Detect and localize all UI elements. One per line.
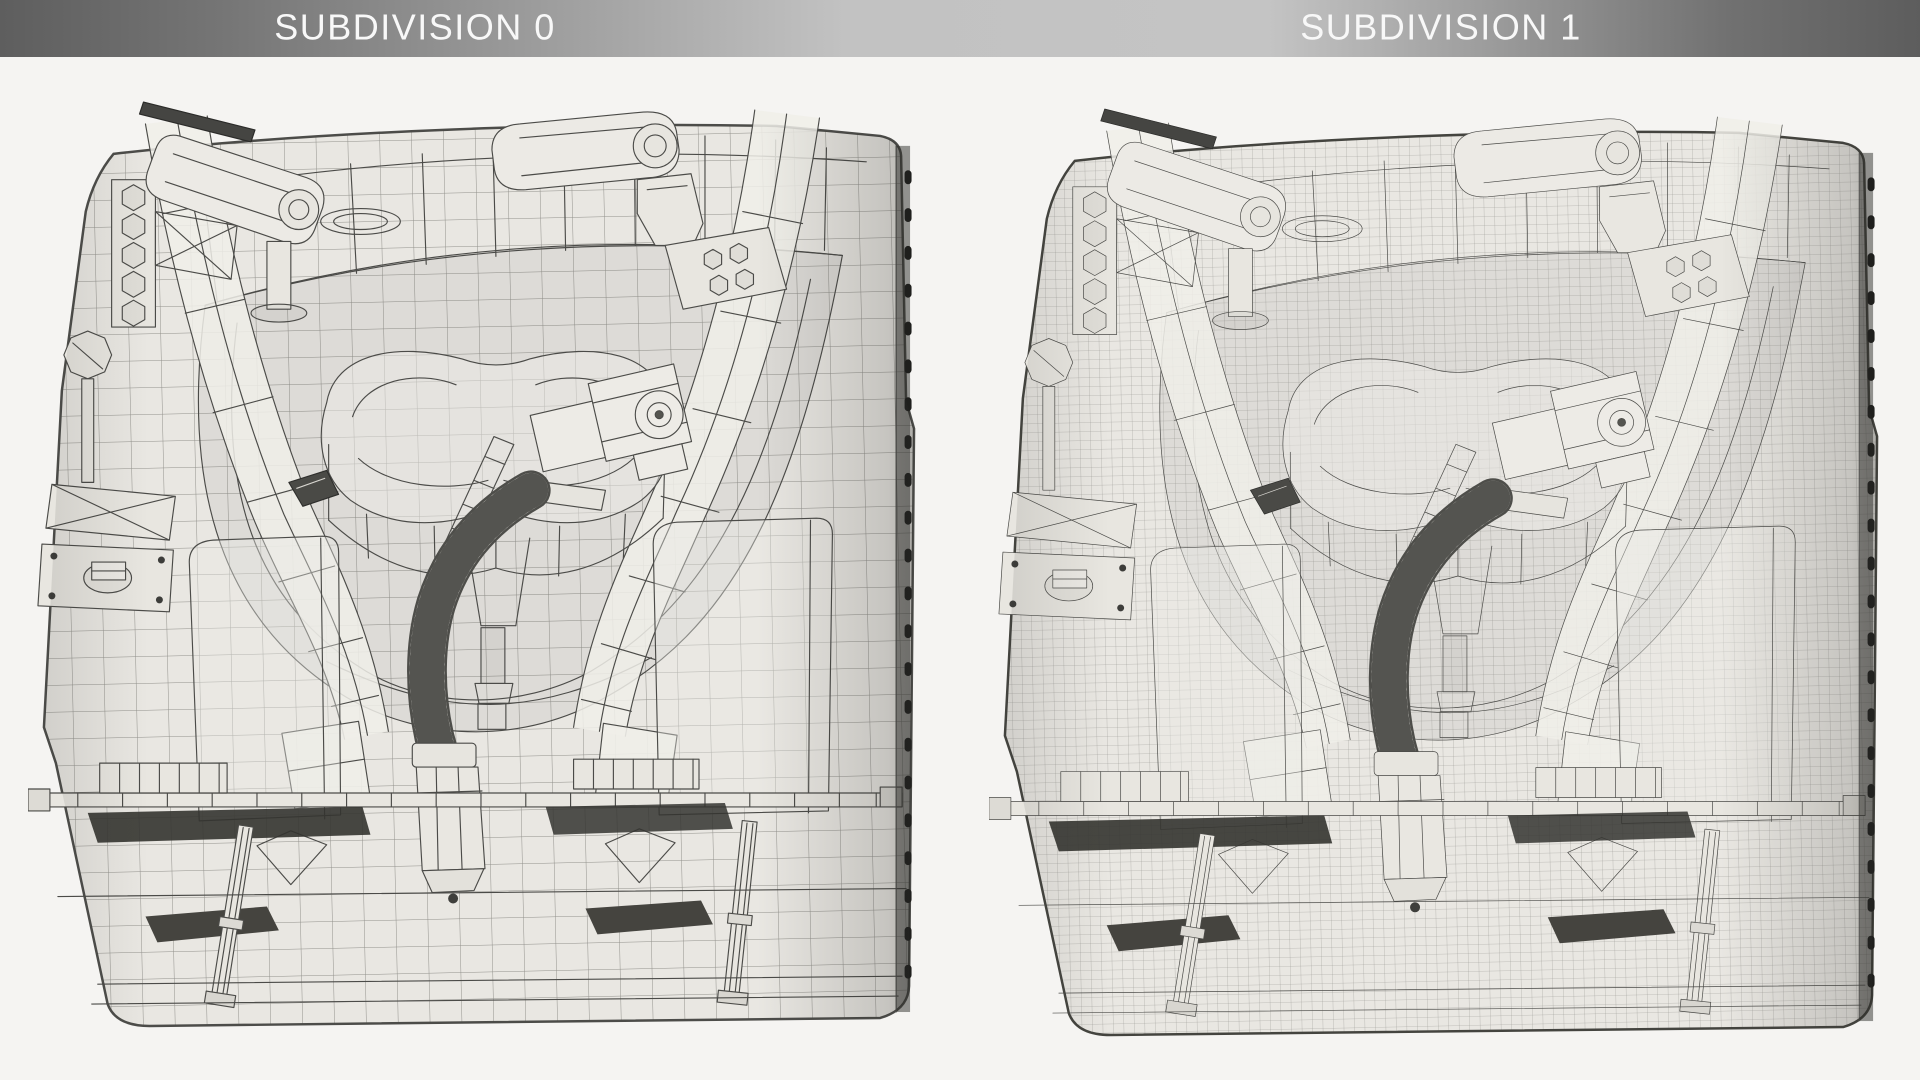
model-artwork (989, 109, 1877, 1035)
wireframe-model-subdivision-0 (28, 93, 924, 1041)
wireframe-model-subdivision-1 (986, 101, 1890, 1049)
render-canvas (0, 57, 1920, 1080)
subdivision-1-label: SUBDIVISION 1 (1300, 5, 1582, 47)
subdivision-0-label: SUBDIVISION 0 (274, 5, 556, 47)
header-bar: SUBDIVISION 0 SUBDIVISION 1 (0, 0, 1920, 58)
model-artwork (28, 102, 914, 1026)
